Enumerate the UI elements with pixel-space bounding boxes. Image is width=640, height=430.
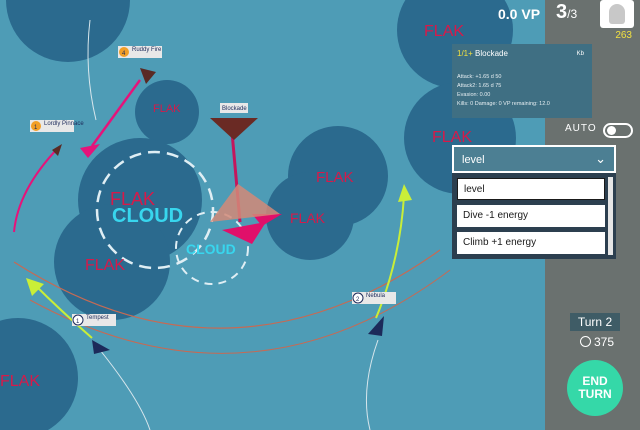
unit-label: Blockade: [222, 106, 247, 112]
turn-label: Turn 2: [570, 313, 620, 331]
unit-info-panel: 1/1+ Blockade Kb Attack: +1.65 d 50 Atta…: [452, 44, 592, 118]
unit-blockade[interactable]: Blockade: [210, 103, 258, 140]
flak-label: FLAK: [153, 103, 181, 115]
auto-label: AUTO: [565, 123, 597, 134]
maneuver-dropdown: level Dive -1 energy Climb +1 energy: [452, 173, 616, 259]
attack-stat: Attack: +1.65 d 50: [457, 74, 502, 80]
flak-zone[interactable]: [0, 318, 78, 430]
flak-label: FLAK: [316, 169, 354, 186]
credits: 263: [615, 30, 632, 41]
turns-current: 3: [556, 1, 568, 23]
auto-toggle[interactable]: [603, 123, 633, 138]
unit-marker: 2: [356, 297, 360, 303]
unit-marker: 1: [76, 319, 80, 325]
unit-title: 1/1+ Blockade: [457, 49, 508, 58]
unit-ruddy-fire[interactable]: 4 Ruddy Fire: [118, 46, 162, 84]
cloud-label: CLOUD: [112, 205, 183, 227]
flak-zone[interactable]: [135, 80, 199, 144]
unit-tempest[interactable]: 1 Tempest: [72, 314, 116, 354]
unit-name: Blockade: [475, 49, 508, 58]
flak-label: FLAK: [0, 373, 40, 390]
range-arc: [29, 269, 451, 354]
user-silhouette-icon: [609, 4, 625, 24]
dropdown-scrollbar[interactable]: [608, 177, 613, 255]
flak-label: FLAK: [85, 257, 125, 274]
end-turn-line2: TURN: [578, 387, 612, 401]
flak-label: FLAK: [424, 23, 464, 40]
flak-zone[interactable]: [266, 172, 354, 260]
kills-stat: Kills: 0 Damage: 0 VP remaining: 12.0: [457, 101, 550, 107]
flak-label: FLAK: [432, 129, 472, 146]
maneuver-selected-value: level: [462, 154, 485, 166]
firing-arc: [210, 184, 280, 222]
option-climb[interactable]: Climb +1 energy: [457, 232, 605, 254]
unit-label: Tempest: [86, 315, 109, 321]
cloud-label: CLOUD: [186, 241, 236, 257]
unit-label: Nebula: [366, 293, 386, 299]
flak-label: FLAK: [110, 189, 155, 209]
unit-fraction: 1/1+: [457, 49, 473, 58]
end-turn-line1: END: [582, 374, 608, 388]
player-avatar[interactable]: [600, 0, 634, 28]
kb-label: Kb: [576, 51, 584, 57]
unit-marker: 4: [122, 51, 126, 57]
turn-counter: 3/3: [556, 1, 577, 24]
cloud-zone[interactable]: [175, 211, 249, 285]
unit-label: Lordly Pinnace: [44, 121, 84, 127]
attack2-stat: Attack2: 1.65 d 75: [457, 83, 502, 89]
chevron-down-icon: ⌄: [595, 151, 606, 166]
clock-icon: [580, 336, 591, 347]
unit-marker: 1: [34, 125, 38, 131]
unit-nebula[interactable]: 2 Nebula: [352, 292, 396, 336]
turns-total: /3: [567, 7, 578, 21]
maneuver-select[interactable]: level ⌄: [452, 145, 616, 173]
evasion-stat: Evasion: 0.00: [457, 92, 491, 98]
option-level[interactable]: level: [457, 178, 605, 200]
victory-points: 0.0 VP: [498, 6, 541, 22]
toggle-knob: [607, 126, 616, 135]
top-status-bar: 0.0 VP 3/3: [488, 0, 640, 28]
timer-value: 375: [594, 335, 615, 349]
trajectories: [13, 19, 412, 430]
turn-timer: 375: [580, 335, 614, 349]
unit-label: Ruddy Fire: [132, 47, 162, 53]
flak-zone[interactable]: [54, 204, 170, 320]
flak-zone[interactable]: [6, 0, 130, 62]
selected-unit-ghost[interactable]: [222, 222, 266, 244]
cloud-zone[interactable]: [95, 150, 215, 270]
unit-lordly-pinnace[interactable]: 1 Lordly Pinnace: [30, 120, 84, 156]
flak-label: FLAK: [290, 210, 326, 226]
option-dive[interactable]: Dive -1 energy: [457, 205, 605, 227]
range-arc: [13, 249, 441, 329]
